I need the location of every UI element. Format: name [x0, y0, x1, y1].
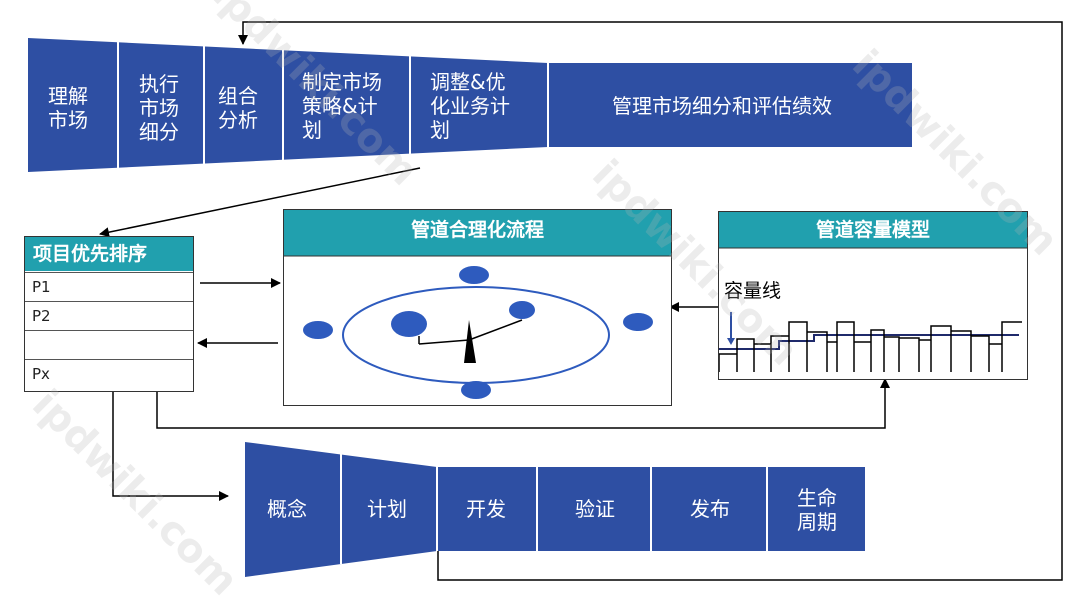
capacity-panel: 管道容量模型 容量线	[718, 211, 1028, 380]
pipeline-ellipse	[342, 286, 610, 384]
demand-bars	[719, 321, 1022, 372]
pipeline-dot	[509, 301, 535, 319]
priority-list-title: 项目优先排序	[25, 237, 193, 271]
pipeline-panel: 管道合理化流程	[283, 209, 672, 406]
stage-plan: 计划	[367, 497, 407, 521]
pipeline-needle	[464, 320, 476, 363]
feedback-loop-arrow	[238, 21, 1063, 581]
priority-row: P1	[25, 272, 193, 301]
stage-manage-segments: 管理市场细分和评估绩效	[612, 94, 832, 118]
stage-segment-market: 执行 市场 细分	[139, 72, 179, 144]
pipeline-dot	[303, 321, 333, 339]
priority-list: 项目优先排序 P1 P2 Px	[24, 236, 194, 392]
priority-row: P2	[25, 301, 193, 330]
stage-concept: 概念	[267, 497, 307, 521]
stage-develop: 开发	[466, 497, 506, 521]
stage-verify: 验证	[575, 497, 615, 521]
stage-release: 发布	[690, 497, 730, 521]
priority-row	[25, 330, 193, 359]
priority-row: Px	[25, 359, 193, 388]
stage-optimize-business-plan: 调整&优 化业务计 划	[430, 70, 510, 142]
stage-portfolio-analysis: 组合 分析	[218, 84, 258, 132]
bottom-funnel-shape	[245, 442, 865, 577]
stage-understand-market: 理解 市场	[48, 84, 88, 132]
stage-market-strategy: 制定市场 策略&计 划	[302, 70, 382, 142]
pipeline-dot	[623, 313, 653, 331]
capacity-line-label: 容量线	[724, 280, 782, 302]
pipeline-process-graphic	[284, 255, 671, 399]
pipeline-panel-title: 管道合理化流程	[284, 210, 671, 256]
priority-to-capacity-arrow	[156, 378, 890, 429]
priority-to-development-arrow	[112, 390, 229, 501]
capacity-chart-graphic	[719, 247, 1027, 372]
pipeline-dot	[459, 266, 489, 284]
pipeline-dot	[391, 311, 427, 337]
stage-lifecycle: 生命 周期	[797, 486, 837, 534]
pipeline-dot	[461, 381, 491, 399]
funnel-to-priority-arrow	[99, 167, 421, 238]
top-funnel-shape	[28, 38, 912, 172]
capacity-panel-title: 管道容量模型	[719, 212, 1027, 248]
capacity-line	[719, 334, 1019, 350]
